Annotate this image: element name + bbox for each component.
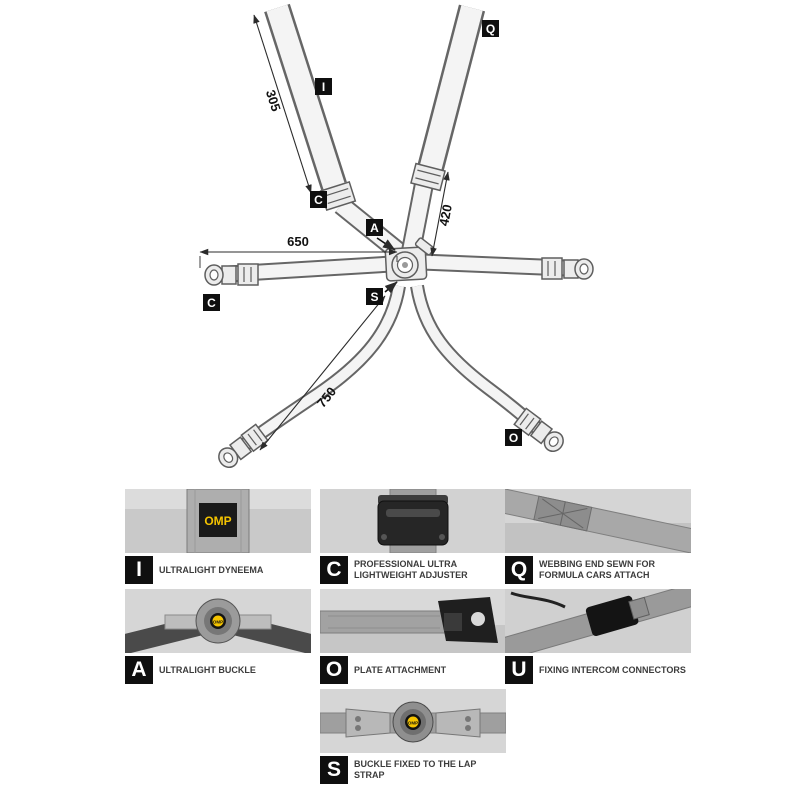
svg-text:305: 305 [263,88,284,113]
svg-text:O: O [509,431,518,445]
leader-s [384,281,398,294]
svg-text:C: C [207,296,216,310]
legend-cell-s: OMP S BUCKLE FIXED TO THE LAP STRAP [320,689,506,784]
svg-text:420: 420 [436,203,455,227]
legend-cell-i: OMP I ULTRALIGHT DYNEEMA [125,489,311,584]
omp-logo: OMP [204,514,231,528]
legend-label-a: ULTRALIGHT BUCKLE [159,664,256,675]
dimension-750: 750 [259,295,386,451]
marker-s: S [366,288,383,305]
photo-ultralight-buckle: OMP [125,589,311,653]
photo-ultralight-dyneema: OMP [125,489,311,553]
legend-label-u: FIXING INTERCOM CONNECTORS [539,664,686,675]
legend-cell-a: OMP A ULTRALIGHT BUCKLE [125,589,311,684]
harness-technical-drawing: 305 420 650 750 Q I [199,3,594,469]
dimension-305: 305 [253,14,312,194]
photo-intercom-connectors [505,589,691,653]
photo-webbing-end-sewn [505,489,691,553]
legend-letter-i: I [125,556,153,584]
omp-logo: OMP [213,620,223,625]
lap-end-fitting-right [541,257,594,280]
legend-letter-u: U [505,656,533,684]
marker-a: A [366,219,383,236]
svg-text:S: S [370,290,378,304]
legend-label-s: BUCKLE FIXED TO THE LAP STRAP [354,759,477,780]
legend-cell-u: U FIXING INTERCOM CONNECTORS [505,589,691,684]
marker-o: O [505,429,522,446]
marker-q: Q [482,20,499,37]
photo-lightweight-adjuster [320,489,506,553]
legend-letter-a: A [125,656,153,684]
leg-end-fitting-left [218,423,269,469]
legend-letter-q: Q [505,556,533,584]
legend-label-q: WEBBING END SEWN FOR FORMULA CARS ATTACH [539,559,655,580]
dimension-650: 650 [199,234,398,268]
legend-label-i: ULTRALIGHT DYNEEMA [159,564,264,575]
marker-c-lap: C [203,294,220,311]
lap-end-fitting-left [204,263,259,286]
svg-text:C: C [314,193,323,207]
legend-cell-o: O PLATE ATTACHMENT [320,589,506,684]
leg-end-fitting-right [513,407,564,453]
svg-text:A: A [370,221,379,235]
leader-a [376,237,396,251]
omp-logo: OMP [408,721,418,726]
legend-letter-c: C [320,556,348,584]
legend-cell-c: C PROFESSIONAL ULTRA LIGHTWEIGHT ADJUSTE… [320,489,506,584]
legend-letter-o: O [320,656,348,684]
marker-i: I [315,78,332,95]
svg-text:I: I [322,80,325,94]
central-buckle [384,237,435,282]
legend-label-c: PROFESSIONAL ULTRA LIGHTWEIGHT ADJUSTER [354,559,468,580]
photo-buckle-fixed-lap-strap: OMP [320,689,506,753]
lap-straps [204,253,594,286]
legend-letter-s: S [320,756,348,784]
legend-cell-q: Q WEBBING END SEWN FOR FORMULA CARS ATTA… [505,489,691,584]
marker-c-adjuster: C [310,191,327,208]
legend-label-o: PLATE ATTACHMENT [354,664,447,675]
dimension-420: 420 [430,171,455,257]
svg-text:650: 650 [287,234,309,249]
photo-plate-attachment [320,589,506,653]
svg-text:Q: Q [486,22,495,36]
